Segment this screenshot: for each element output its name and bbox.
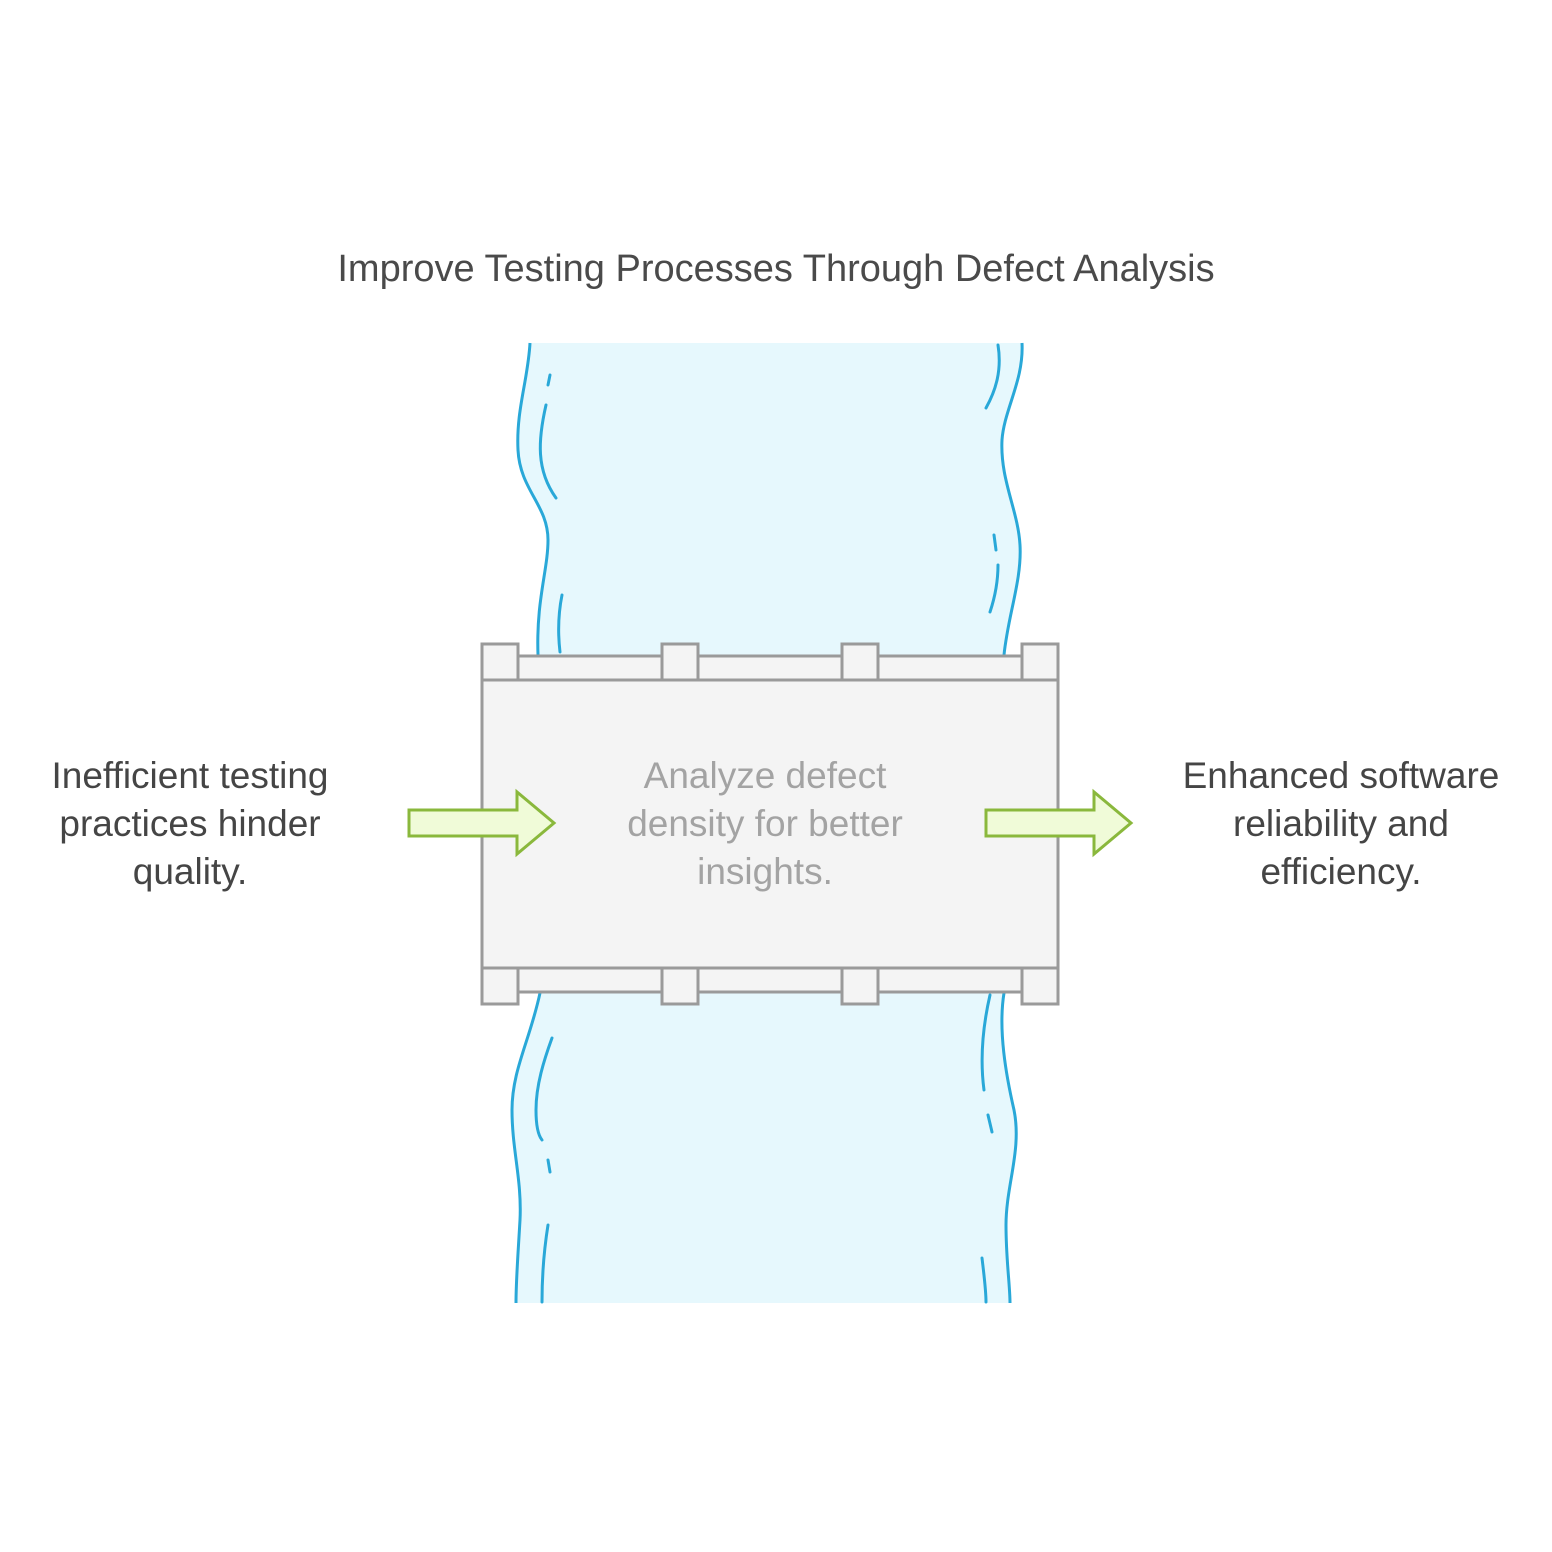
arrow-right-icon (984, 788, 1134, 858)
bridge (480, 642, 1060, 1006)
river-right-bank-bottom (1000, 992, 1018, 1304)
bridge-post (840, 642, 880, 682)
arrow-right-icon (407, 788, 557, 858)
diagram-title: Improve Testing Processes Through Defect… (337, 248, 1215, 290)
river-right-bank-top (1000, 342, 1024, 656)
input-label: Inefficient testing practices hinder qua… (51, 755, 329, 892)
bridge-post (840, 966, 880, 1006)
output-label: Enhanced software reliability and effici… (1182, 755, 1500, 892)
river-left-bank-bottom (510, 992, 542, 1304)
process-label: Analyze defect density for better insigh… (627, 755, 903, 892)
bridge-top-rail (480, 654, 1060, 682)
bridge-post (660, 642, 700, 682)
river-left-bank-top (516, 342, 550, 656)
bridge-post (480, 642, 520, 682)
bridge-post (660, 966, 700, 1006)
bridge-post (1020, 966, 1060, 1006)
bridge-deck (480, 678, 1060, 970)
river-ripples (534, 343, 1001, 1304)
bridge-post (480, 966, 520, 1006)
bridge-bottom-rail (480, 966, 1060, 994)
bridge-post (1020, 642, 1060, 682)
